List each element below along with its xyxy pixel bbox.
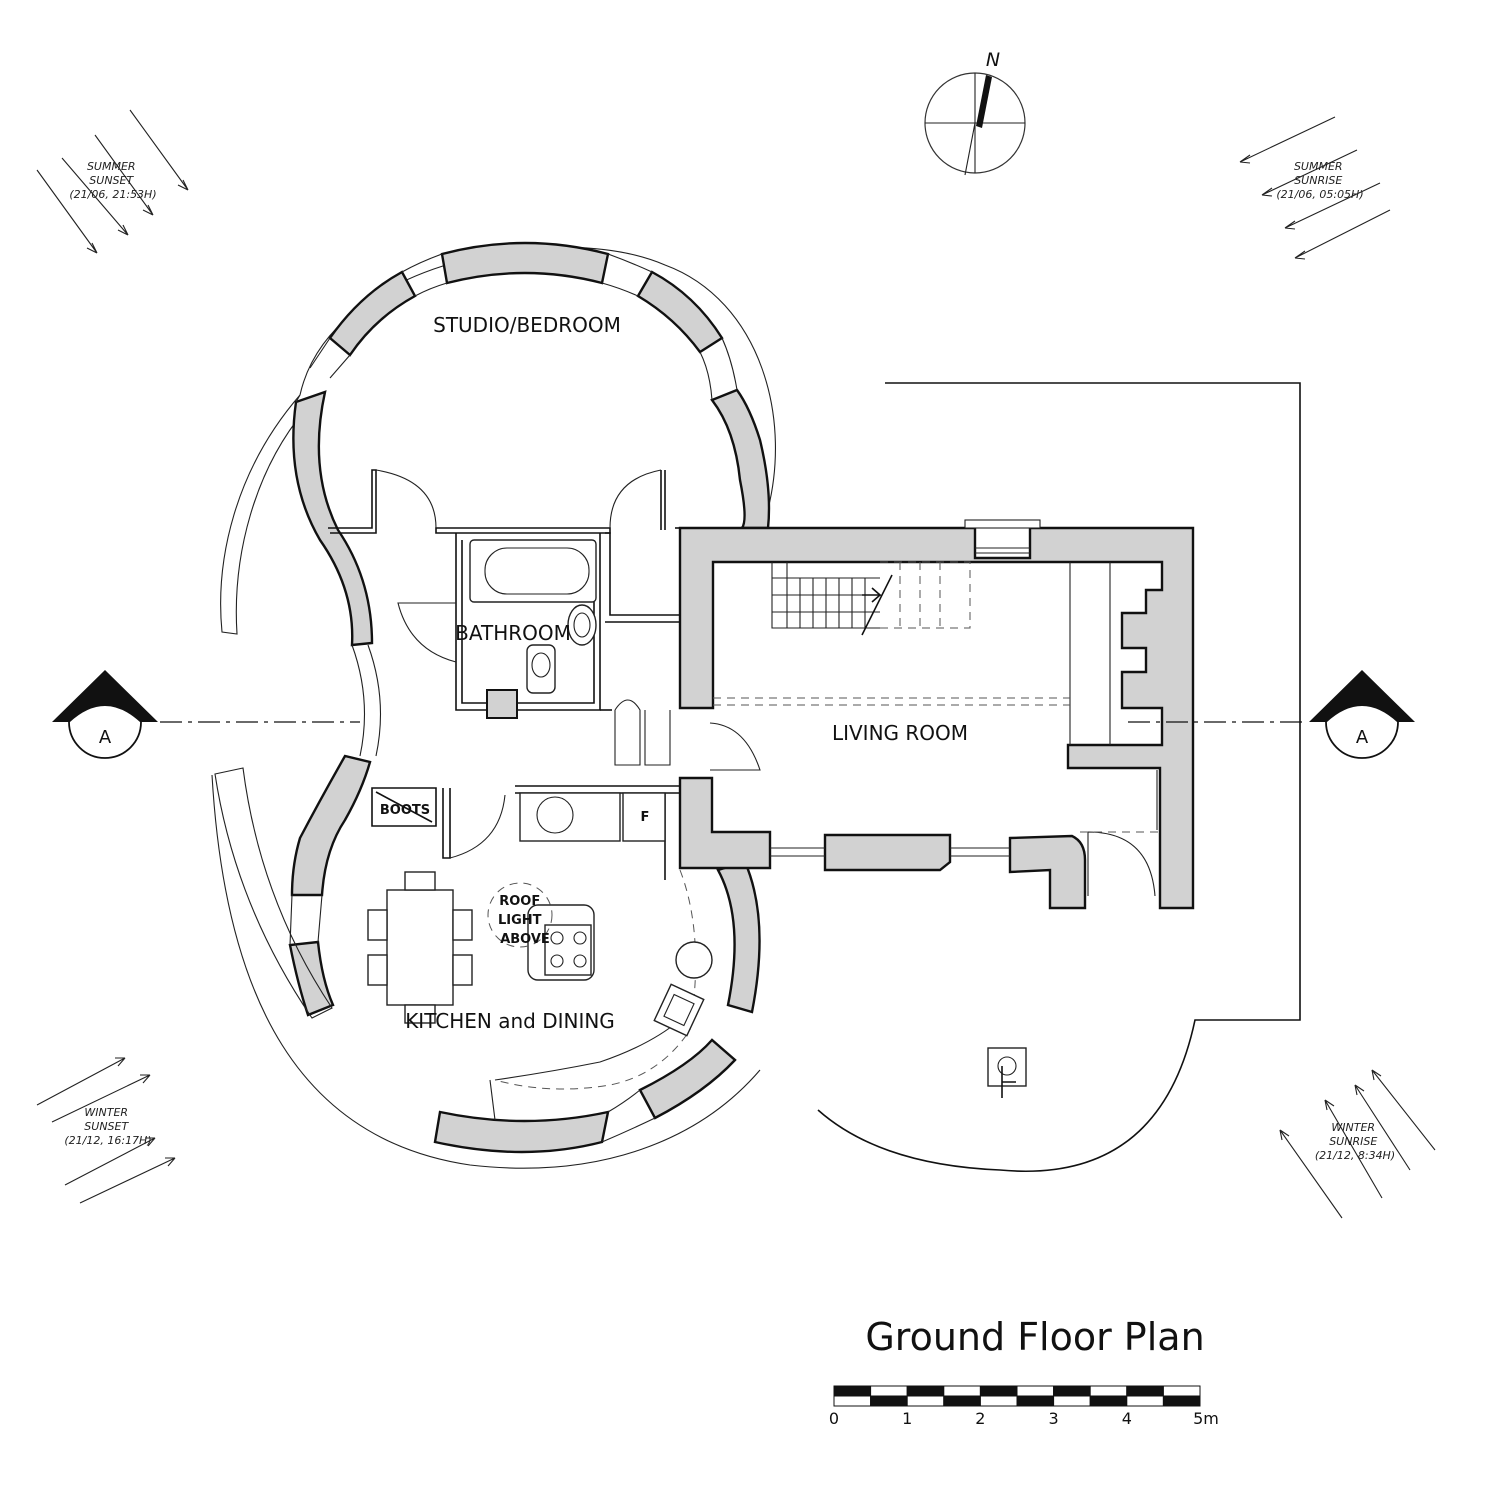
summer-sunrise-arrows [1239,116,1391,260]
summer-sunset-arrows [36,109,189,254]
fridge-label: F [641,810,650,825]
kitchen-wall-east [716,860,761,1014]
scale-bar-cell [1053,1395,1091,1407]
scale-bar-cell [870,1385,908,1397]
scale-bar: 0 1 2 3 4 5m [829,1385,1219,1428]
scale-bar-cell [1162,1385,1201,1397]
scale-bar-label: 3 [1049,1409,1059,1428]
studio-wall-top [440,241,610,285]
scale-bar-cell [1126,1395,1164,1407]
dining-table [367,871,473,1024]
studio-wall-ne [636,270,724,354]
section-label-west: A [99,727,112,748]
living-room-south-wall [678,776,772,870]
section-marker-east [1309,670,1415,759]
scale-bar-cell [1126,1385,1164,1397]
living-room-south-wall-mid [823,833,952,872]
scale-bar-label: 5m [1193,1409,1219,1428]
winter-sunset-arrows [36,1057,176,1204]
kitchen-wall-west [288,940,335,1017]
scale-bar-cell [906,1395,945,1407]
winter-sunrise-arrows [1279,1069,1436,1219]
scale-bar-cell [943,1385,981,1397]
garden-boundary [817,382,1301,1172]
west-outer-arc-bottom [214,767,333,1019]
hearth-outline [1069,562,1111,745]
scale-bar-label: 1 [902,1409,912,1428]
interior-partitions [328,469,685,880]
scale-bar-cell [870,1395,908,1407]
winter-sunrise-label: WINTER SUNRISE (21/12, 8:34H) [1315,1121,1395,1162]
cooking-island [487,882,595,981]
boots-label: BOOTS [380,803,430,818]
room-label-bathroom: BATHROOM [455,621,571,645]
studio-wall-east [710,388,771,530]
scale-bar-label: 0 [829,1409,839,1428]
entrance-glazing [351,644,382,757]
kitchen-wall-nw [290,754,372,897]
roof-light-label: ROOF LIGHT ABOVE [498,894,550,947]
scale-bar-label: 4 [1122,1409,1132,1428]
kitchen-outer-skin [211,774,761,1169]
room-label-kitchen: KITCHEN and DINING [405,1009,615,1033]
scale-bar-cell [1016,1385,1055,1397]
compass-north-label: N [986,49,1000,71]
kitchen-wall-bottom [433,1110,610,1154]
doors [375,469,1156,897]
studio-wall-west [292,390,374,647]
living-room-windows [770,519,1158,857]
staircase [771,561,971,636]
round-windows [289,253,769,1143]
winter-sunset-label: WINTER SUNSET (21/12, 16:17H) [64,1106,151,1147]
scale-bar-cell [1089,1385,1128,1397]
scale-bar-cell [1162,1395,1201,1407]
scale-bar-cell [1089,1395,1128,1407]
scale-bar-cell [979,1385,1018,1397]
scale-bar-cell [906,1385,945,1397]
bathroom-fixtures [469,539,597,719]
utility-post [987,1047,1027,1098]
west-outer-arc-top [220,394,306,635]
room-label-living: LIVING ROOM [832,721,968,745]
scale-bar-cell [943,1395,981,1407]
scale-bar-cell [1016,1395,1055,1407]
north-compass [924,72,1026,176]
living-room-walls [678,526,1195,910]
scale-bar-label: 2 [975,1409,985,1428]
section-marker-west [52,670,158,759]
summer-sunrise-label: SUMMER SUNRISE (21/06, 05:05H) [1276,160,1363,201]
scale-bar-cell [979,1395,1018,1407]
kitchen-fittings [489,792,713,1121]
plan-title: Ground Floor Plan [865,1315,1204,1359]
roof-line [713,697,1160,833]
section-label-east: A [1356,727,1369,748]
studio-wall-nw [328,270,417,357]
room-label-studio: STUDIO/BEDROOM [433,313,621,337]
scale-bar-cell [833,1385,872,1397]
summer-sunset-label: SUMMER SUNSET (21/06, 21:53H) [69,160,156,201]
living-room-south-wall-east [1008,834,1087,910]
scale-bar-cell [833,1395,872,1407]
scale-bar-cell [1053,1385,1091,1397]
kitchen-wall-se [638,1038,737,1120]
